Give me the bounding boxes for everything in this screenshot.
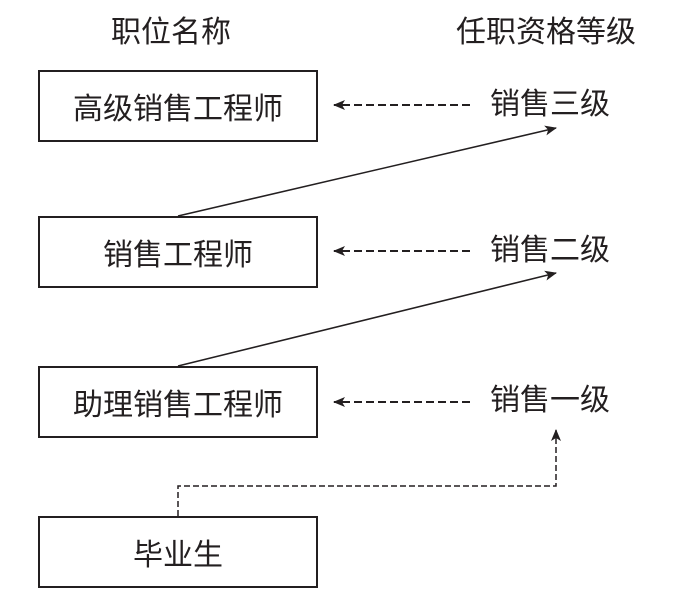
link-engineer-to-level3 <box>177 125 557 217</box>
position-label: 助理销售工程师 <box>73 388 283 423</box>
link-assistant-to-level2 <box>177 270 557 367</box>
level-sales-3: 销售三级 <box>490 87 610 122</box>
position-column-header: 职位名称 <box>111 15 231 50</box>
position-label: 高级销售工程师 <box>73 92 283 127</box>
qualification-column-header: 任职资格等级 <box>456 15 636 50</box>
link-graduate-to-level1 <box>177 429 561 516</box>
position-box-sales-engineer: 销售工程师 <box>38 216 318 288</box>
position-box-senior-sales-engineer: 高级销售工程师 <box>38 70 318 142</box>
position-box-assistant-sales-engineer: 助理销售工程师 <box>38 366 318 438</box>
position-label: 销售工程师 <box>103 238 253 273</box>
position-box-graduate: 毕业生 <box>38 516 318 588</box>
position-label: 毕业生 <box>133 538 223 573</box>
level-sales-1: 销售一级 <box>490 383 610 418</box>
level-sales-2: 销售二级 <box>490 233 610 268</box>
